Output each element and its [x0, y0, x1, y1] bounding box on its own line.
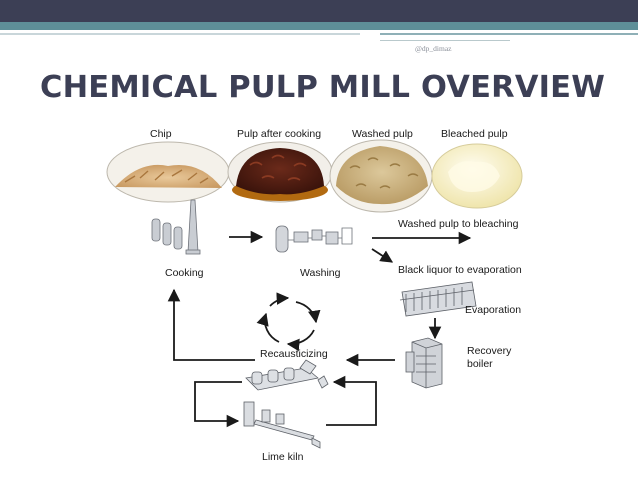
arrow-lime-kiln-to-recaust	[326, 375, 377, 426]
cycle-arrow-2	[286, 329, 315, 352]
arrow-recausticizing-to-cooking	[167, 288, 255, 361]
slide-credit: @dp_dimaz	[415, 44, 452, 53]
header-rule-right-thin	[380, 40, 510, 41]
label-pulp-after-cooking: Pulp after cooking	[237, 128, 321, 140]
washed-pulp-sample-image	[329, 139, 433, 213]
cycle-arrow-3	[256, 312, 280, 343]
label-washed-pulp: Washed pulp	[352, 128, 413, 140]
label-bleached-pulp: Bleached pulp	[441, 128, 508, 140]
label-cooking: Cooking	[165, 267, 204, 279]
cooked-pulp-sample-image	[227, 141, 333, 203]
washing-equipment-icon	[275, 225, 353, 253]
label-recovery-boiler-line2: boiler	[467, 358, 493, 370]
label-recausticizing: Recausticizing	[260, 348, 328, 360]
cycle-arrow-1	[295, 301, 321, 324]
header-rule-right	[380, 33, 638, 35]
header-bar	[0, 0, 638, 22]
arrow-to-evaporation	[371, 248, 394, 263]
header-accent-bar	[0, 22, 638, 30]
label-black-liquor-to-evaporation: Black liquor to evaporation	[398, 264, 522, 276]
cycle-arrow-4	[269, 292, 290, 307]
label-chip: Chip	[150, 128, 172, 140]
lime-kiln-icon	[243, 401, 321, 449]
evaporation-plant-icon	[399, 281, 477, 317]
slide-title: CHEMICAL PULP MILL OVERVIEW	[40, 70, 606, 105]
bleached-pulp-sample-image	[431, 143, 523, 209]
label-washed-pulp-to-bleaching: Washed pulp to bleaching	[398, 218, 519, 230]
chip-sample-image	[106, 141, 230, 203]
label-lime-kiln: Lime kiln	[262, 451, 304, 463]
arrow-recaust-to-lime-kiln	[194, 381, 242, 428]
label-evaporation: Evaporation	[465, 304, 521, 316]
recausticizing-plant-icon	[245, 359, 329, 391]
label-washing: Washing	[300, 267, 341, 279]
label-recovery-boiler-line1: Recovery	[467, 345, 512, 357]
recovery-boiler-icon	[405, 337, 443, 389]
cooking-digester-icon	[151, 199, 201, 255]
header-rule-left	[0, 33, 360, 35]
